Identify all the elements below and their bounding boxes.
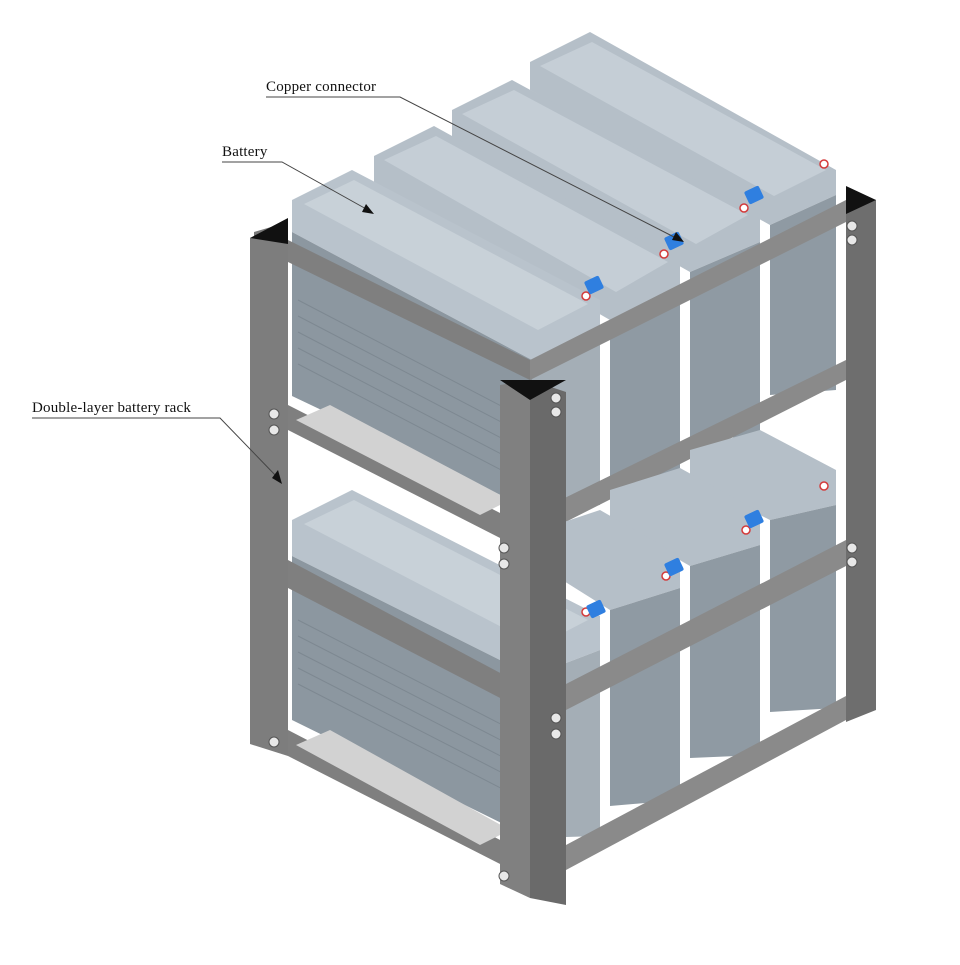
copper-connector-top-1: [584, 275, 604, 295]
copper-connector-bottom-2: [664, 557, 684, 577]
rear-right-post-cap: [846, 186, 876, 214]
leader-rack: [32, 417, 279, 479]
battery-bottom-1-ribs: [297, 619, 529, 803]
arrow-battery: [362, 204, 374, 214]
copper-connector-bottom-3: [744, 509, 764, 529]
battery-top-1: [292, 170, 600, 510]
battery-top-4: [530, 32, 836, 395]
battery-top-1-ribs: [297, 299, 529, 485]
front-frame: [250, 218, 566, 905]
front-center-post-right: [530, 380, 566, 905]
front-center-post-left: [500, 380, 530, 898]
front-left-post: [250, 226, 288, 756]
arrow-copper-connector: [672, 232, 684, 242]
top-tier: [292, 32, 836, 510]
bottom-shelf: [288, 405, 846, 870]
rear-right-post: [846, 190, 876, 722]
leader-lines: [32, 96, 677, 479]
front-left-post-cap: [250, 218, 288, 244]
front-center-post-cap: [500, 380, 566, 400]
copper-connector-top-3: [744, 185, 764, 205]
battery-top-2: [374, 126, 680, 486]
copper-connector-bottom-1: [586, 599, 606, 619]
bolts: [268, 220, 858, 882]
label-copper-connector: Copper connector: [266, 79, 377, 95]
leader-copper-connector: [266, 96, 677, 239]
label-double-layer-rack: Double-layer battery rack: [32, 400, 192, 416]
arrow-rack: [272, 470, 282, 484]
leader-battery: [222, 161, 369, 211]
label-battery: Battery: [222, 144, 268, 160]
battery-top-3: [452, 80, 760, 440]
leader-arrowheads: [272, 204, 684, 484]
